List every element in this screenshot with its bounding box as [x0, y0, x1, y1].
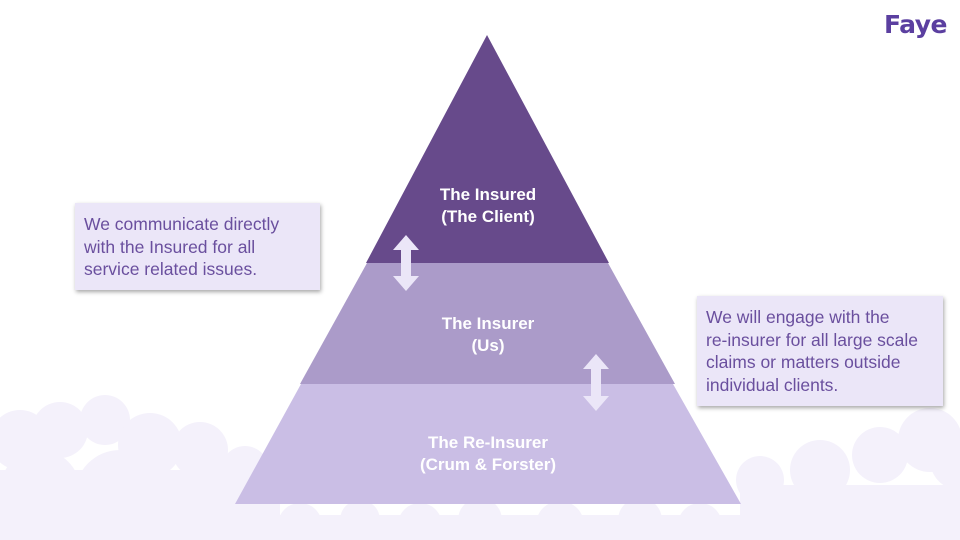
note-reinsurer-engagement: We will engage with the re-insurer for a…	[697, 296, 943, 406]
note-line: with the Insured for all	[84, 236, 256, 257]
tier-label-insurer: The Insurer (Us)	[378, 313, 598, 357]
faye-logo: Faye	[884, 10, 947, 39]
note-line: service related issues.	[84, 259, 258, 279]
tier-insured-shape	[366, 35, 609, 263]
tier-reinsurer-shape	[235, 384, 741, 504]
note-line: We communicate directly	[84, 214, 280, 234]
note-insured-communication: We communicate directly with the Insured…	[75, 203, 320, 290]
tier-title: The Insured	[439, 185, 537, 204]
tier-title: The Re-Insurer	[428, 433, 548, 452]
note-line: individual clients.	[706, 374, 839, 395]
tier-insurer-shape	[300, 263, 675, 384]
tier-title: The Insurer	[441, 314, 535, 333]
tier-subtitle: (Crum & Forster)	[419, 455, 556, 474]
tier-subtitle: (Us)	[471, 336, 505, 355]
note-line: We will engage with the	[706, 307, 890, 327]
tier-label-insured: The Insured (The Client)	[378, 184, 598, 228]
tier-subtitle: (The Client)	[441, 207, 535, 226]
double-arrow-vertical-icon	[393, 235, 419, 291]
note-line: re-insurer for all large scale	[706, 329, 919, 350]
double-arrow-vertical-icon	[583, 354, 609, 411]
tier-label-reinsurer: The Re-Insurer (Crum & Forster)	[378, 432, 598, 476]
note-line: claims or matters outside	[706, 352, 901, 372]
